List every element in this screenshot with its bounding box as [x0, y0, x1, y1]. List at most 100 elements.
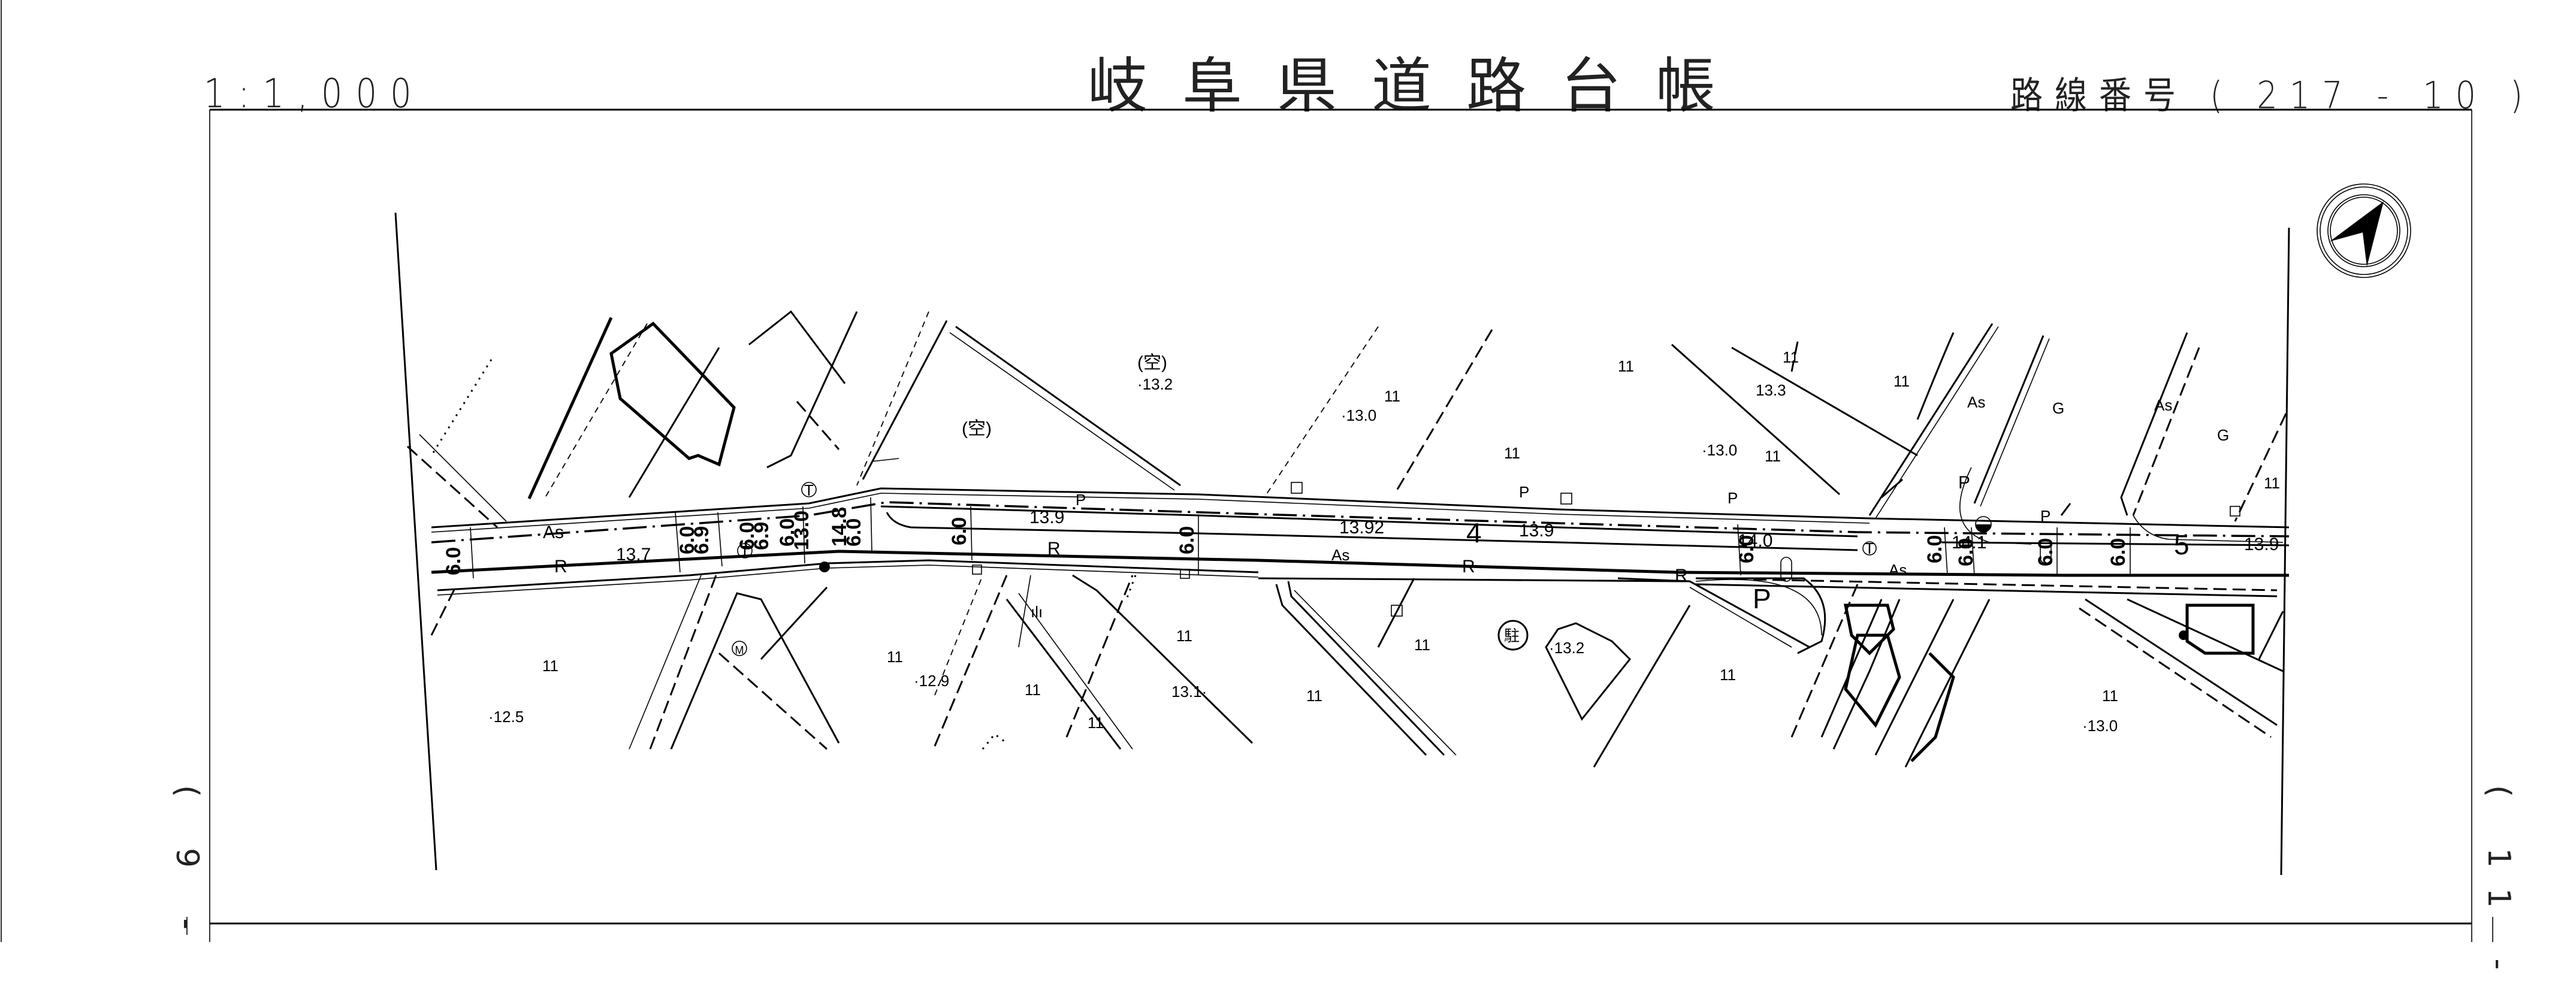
parcels-upper-middle [1264, 323, 1999, 519]
surface-label: R [1675, 566, 1688, 585]
field-mark: 11 [1176, 627, 1192, 645]
field-mark: 11 [1384, 387, 1400, 405]
station-number: 4 [1466, 517, 1482, 548]
width-dimension: 6.0 [1735, 535, 1758, 563]
signal-icon [2040, 539, 2052, 564]
telephone-symbol-label: T [1865, 539, 1874, 557]
surface-label: P [1728, 489, 1738, 507]
surface-label: As [1331, 546, 1349, 564]
road-ledger-map: (空) (空) 駐 P P As As As As As G G R R R R… [1, 0, 2493, 942]
manhole-symbol-label: M [735, 644, 744, 656]
elevation-label: ·13.2 [1137, 375, 1173, 393]
parking-label: P [1753, 583, 1771, 614]
elevation-label: 13.92 [1339, 518, 1384, 538]
catch-basin-icon [972, 565, 982, 575]
width-dimension: 6.9 [690, 526, 713, 554]
parcels-upper-left [406, 310, 1181, 529]
width-dimension: 6.0 [842, 518, 865, 547]
elevation-label: 13.1· [1171, 683, 1207, 701]
surface-label: G [2052, 399, 2064, 417]
field-mark: 11 [2264, 474, 2280, 492]
catch-basin-icon [1180, 569, 1190, 579]
elevation-label: 13.9 [1029, 508, 1064, 527]
elevation-label: 14.1 [1952, 533, 1986, 553]
width-dimension: 14.8 [828, 507, 851, 547]
manhole-icon [732, 641, 747, 656]
field-mark: 11 [1765, 447, 1781, 465]
width-dimension: 6.0 [1923, 535, 1946, 563]
elevation-label: 14.0 [1738, 531, 1772, 551]
field-mark: 11 [1414, 636, 1430, 654]
field-mark: 11 [1783, 348, 1799, 366]
surface-label: As [1967, 393, 1985, 411]
parking-area-outline [1696, 577, 1826, 654]
surface-label: As [1889, 561, 1907, 579]
parking-mark-label: 駐 [1504, 627, 1520, 645]
telephone-pole-icon [1862, 541, 1877, 556]
map-right-boundary [2280, 227, 2290, 876]
surface-label: G [2217, 426, 2229, 444]
elevation-label: ·13.0 [1702, 441, 1737, 459]
elevation-label: 13.9 [2244, 535, 2279, 554]
side-roads-upper-right [1916, 332, 2287, 545]
vacant-label: (空) [962, 419, 992, 439]
elevation-label: ·12.5 [488, 708, 524, 726]
field-mark: 11 [887, 648, 903, 666]
catch-basin-icon [1560, 493, 1572, 505]
elevation-label: ·13.2 [1549, 639, 1584, 657]
field-mark: 11 [2102, 687, 2118, 705]
parking-label: P [1958, 473, 1970, 493]
elevation-label: 13.9 [1519, 521, 1554, 541]
utility-pole-icon [819, 562, 830, 572]
width-dimension: 6.0 [948, 517, 971, 545]
parcels-south [430, 574, 2284, 768]
map-left-boundary [394, 212, 437, 871]
surface-label: As [543, 523, 564, 542]
field-mark: 11 [542, 657, 558, 675]
width-dimension: 6.9 [750, 522, 773, 550]
width-dimension: 6.0 [1176, 526, 1198, 554]
field-mark: 11 [1504, 444, 1520, 462]
catch-basin-icon [1291, 482, 1303, 494]
surface-label: P [1519, 483, 1529, 501]
field-mark: 11 [1894, 372, 1910, 390]
station-number: 5 [2174, 529, 2190, 560]
catch-basin-icon [2230, 506, 2240, 517]
surface-label: R [1047, 539, 1061, 559]
field-mark: 11 [1306, 687, 1322, 705]
map-text-labels: (空) (空) 駐 P P As As As As As G G R R R R… [442, 348, 2280, 735]
telephone-symbol-label: T [740, 542, 750, 560]
surface-label: As [2154, 396, 2172, 414]
surface-label: P [2040, 507, 2050, 525]
width-dimension: 6.0 [2107, 538, 2130, 566]
map-symbols [732, 482, 2240, 656]
surface-label: P [1076, 491, 1086, 509]
telephone-symbol-label: T [804, 481, 814, 499]
field-mark: 11 [1720, 666, 1736, 684]
surface-label: R [1462, 557, 1475, 577]
signal-icon [1780, 557, 1792, 582]
sheet-frame [186, 108, 2493, 942]
catch-basin-icon [1391, 605, 1403, 617]
main-road [431, 487, 2290, 597]
field-mark: 11 [1025, 681, 1041, 699]
width-dimension: 6.0 [1955, 538, 1977, 566]
field-mark: 11 [1088, 714, 1104, 732]
elevation-label: 13.7 [616, 545, 651, 565]
surface-label: R [554, 557, 567, 577]
telephone-pole-icon [737, 543, 753, 559]
telephone-pole-icon [801, 482, 817, 497]
elevation-label: ·13.0 [2082, 717, 2118, 735]
width-dimension: 6.0 [776, 518, 799, 547]
north-arrow-icon [2317, 183, 2411, 278]
parking-mark-icon [1497, 620, 1529, 651]
width-dimension: 6.0 [2034, 538, 2057, 566]
field-mark: 11 [1618, 357, 1634, 375]
width-dimension: 6.0 [442, 547, 465, 575]
vacant-label: (空) [1137, 353, 1167, 373]
elevation-label: 13.3 [1756, 381, 1786, 399]
elevation-label: ·12.9 [914, 672, 949, 690]
width-dimension: 6.0 [736, 522, 759, 550]
field-mark: ılı [1031, 603, 1043, 621]
utility-pole-icon [2179, 630, 2188, 640]
